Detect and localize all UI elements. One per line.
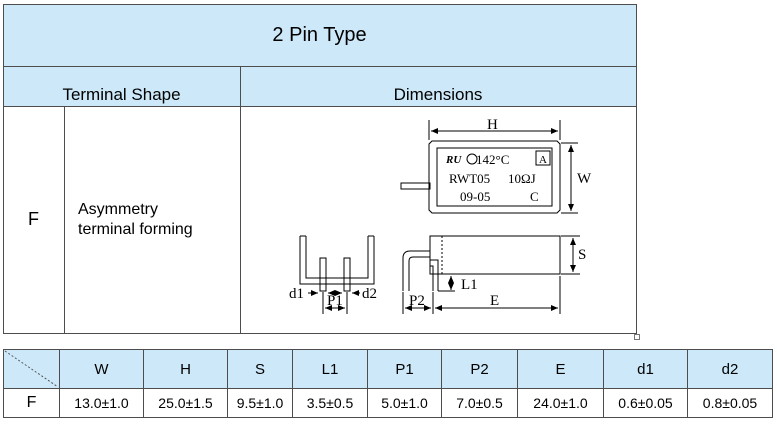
label-s: S xyxy=(578,247,586,263)
terminal-shape-header: Terminal Shape xyxy=(62,85,181,104)
marking-date: 09-05 xyxy=(460,189,490,204)
header-band xyxy=(3,66,636,106)
label-d1: d1 xyxy=(289,286,304,302)
value-cell: 0.6±0.05 xyxy=(603,388,688,418)
dimension-value-row: F 13.0±1.0 25.0±1.5 9.5±1.0 3.5±0.5 5.0±… xyxy=(3,388,773,418)
label-l1: L1 xyxy=(461,277,478,293)
header-cell: P1 xyxy=(367,349,442,389)
diagonal-divider xyxy=(4,350,59,388)
value-cell: 7.0±0.5 xyxy=(441,388,518,418)
marking-rating: 10ΩJ xyxy=(508,171,536,186)
marking-box-letter: A xyxy=(539,154,547,166)
value-cell: 3.5±0.5 xyxy=(292,388,368,418)
ul-mark-icon: RU xyxy=(445,154,462,166)
corner-cell xyxy=(3,349,60,389)
dimensions-header: Dimensions xyxy=(393,85,483,104)
label-p2: P2 xyxy=(409,293,425,309)
header-cell: d1 xyxy=(603,349,688,389)
value-cell: 25.0±1.5 xyxy=(143,388,228,418)
marking-temp: 142°C xyxy=(476,152,509,167)
label-d2: d2 xyxy=(362,286,377,302)
header-cell: P2 xyxy=(441,349,518,389)
value-cell: 0.8±0.05 xyxy=(687,388,773,418)
header-cell: S xyxy=(227,349,293,389)
header-cell: W xyxy=(59,349,144,389)
resize-handle[interactable] xyxy=(634,334,640,340)
table-title: 2 Pin Type xyxy=(272,23,367,46)
label-p1: P1 xyxy=(327,293,343,309)
header-cell: H xyxy=(143,349,228,389)
header-cell: d2 xyxy=(687,349,773,389)
shape-description-line2: terminal forming xyxy=(78,221,193,238)
marking-model: RWT05 xyxy=(449,171,490,186)
marking-code: C xyxy=(530,189,539,204)
dimension-table: W H S L1 P1 P2 E d1 d2 F 13.0±1.0 25.0±1… xyxy=(3,349,773,418)
title-band xyxy=(3,4,636,66)
dimension-header-row: W H S L1 P1 P2 E d1 d2 xyxy=(3,349,773,389)
label-e: E xyxy=(490,293,499,309)
label-w: W xyxy=(577,171,592,187)
value-cell: 9.5±1.0 xyxy=(227,388,293,418)
label-h: H xyxy=(487,117,498,133)
row-code: F xyxy=(28,209,39,229)
header-cell: E xyxy=(517,349,604,389)
value-cell: 5.0±1.0 xyxy=(367,388,442,418)
header-cell: L1 xyxy=(292,349,368,389)
value-cell: 24.0±1.0 xyxy=(517,388,604,418)
value-cell: 13.0±1.0 xyxy=(59,388,144,418)
shape-description-line1: Asymmetry xyxy=(78,201,158,218)
row-label: F xyxy=(3,388,60,418)
